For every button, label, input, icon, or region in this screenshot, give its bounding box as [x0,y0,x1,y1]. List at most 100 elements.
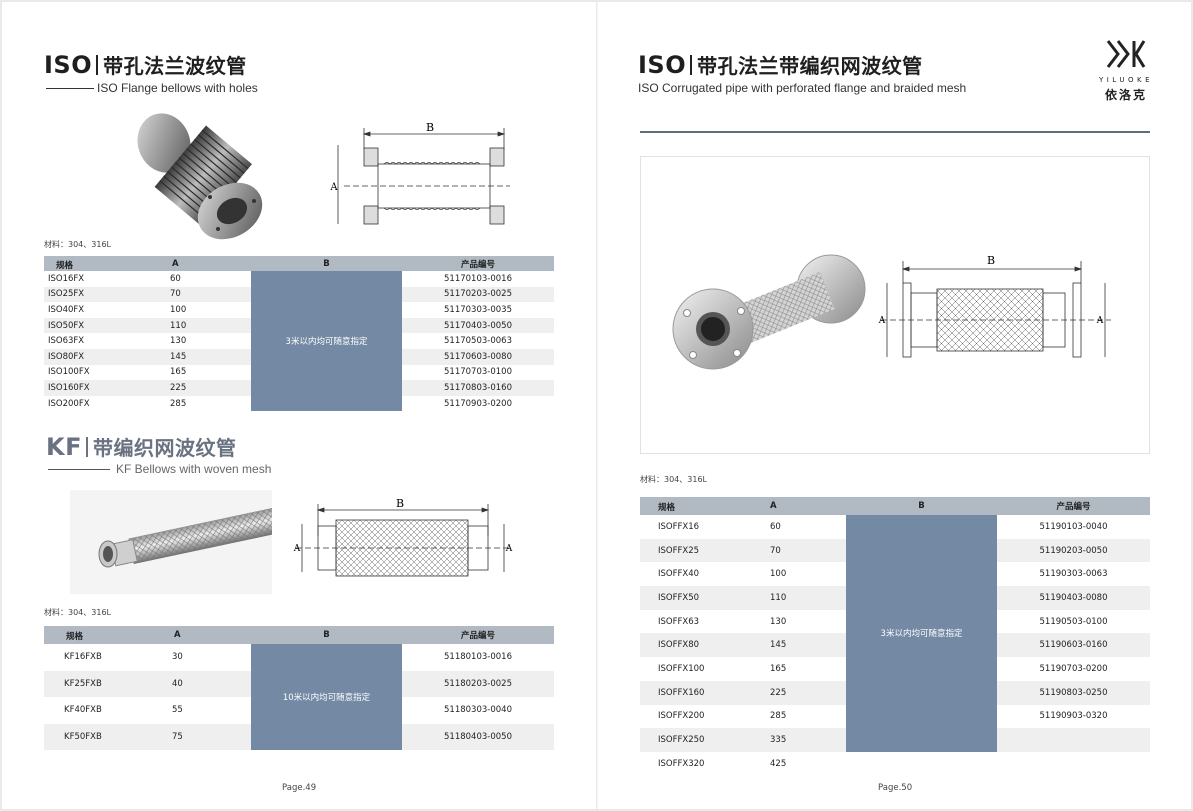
table-row: KF50FXB 75 51180403-0050 [44,723,554,750]
b-note-cell: 3米以内均可随意指定 [251,271,402,412]
drawing-label-a: A [329,182,338,193]
table-row: ISOFFX200 285 51190903-0320 [640,705,1150,729]
page-fold [596,2,598,809]
table-row: ISOFFX63 130 51190503-0100 [640,610,1150,634]
product-number-cell: 51170803-0160 [402,380,554,396]
drawing-label-a-right: A [1096,316,1104,326]
table-header: 规格 A B 产品编号 [640,497,1150,515]
spec-cell: ISOFFX16 [658,521,700,532]
product-number-cell: 51180103-0016 [444,652,512,663]
product-number-cell: 51170703-0100 [444,367,512,378]
spec-cell: ISO40FX [48,304,85,315]
a-cell: 335 [770,735,787,746]
product-number-cell: 51180303-0040 [444,705,512,716]
a-cell: 165 [170,367,187,378]
header-product-no: 产品编号 [997,497,1150,515]
a-cell: 40 [172,678,183,689]
header-rule [640,131,1150,133]
drawing-label-b: B [987,254,995,267]
header-a: A [174,630,181,640]
product-number-cell: 51190803-0250 [997,680,1150,705]
a-cell: 225 [170,382,187,393]
kf-subtitle: KF Bellows with woven mesh [116,462,272,476]
spec-cell: ISOFFX200 [658,711,705,722]
table-header: 规格 A B 产品编号 [44,626,554,644]
title-rule [48,469,110,470]
brand-logo: YILUOKE 依洛克 [1076,38,1176,103]
spec-cell: KF40FXB [64,705,102,716]
drawing-label-b: B [396,497,404,510]
a-cell: 30 [172,652,183,663]
yiluoke-logo-icon [1106,40,1146,68]
product-number-cell: 51170603-0080 [402,348,554,365]
product-number-cell: 51190603-0160 [997,633,1150,658]
a-cell: 110 [170,320,187,331]
a-cell: 165 [770,663,787,674]
a-cell: 285 [170,398,187,409]
iso-braided-drawing: B A A [878,254,1111,358]
a-cell: 145 [770,640,787,651]
a-cell: 285 [770,711,787,722]
a-cell: 100 [770,569,787,580]
product-number-cell: 51180403-0050 [402,723,554,750]
iso-braided-photo [672,254,866,370]
table-row: KF40FXB 55 51180303-0040 [44,697,554,724]
product-number-cell: 51170403-0050 [402,317,554,334]
a-cell: 225 [770,687,787,698]
product-number-cell: 51180203-0025 [402,670,554,697]
spec-cell: ISOFFX63 [658,616,700,627]
spec-cell: ISO100FX [48,367,90,378]
spec-cell: ISOFFX50 [658,592,700,603]
product-number-cell: 51190903-0320 [1039,711,1108,722]
drawing-label-a: A [878,316,886,326]
a-cell: 130 [770,616,787,627]
spec-cell: ISOFFX320 [658,758,705,769]
product-number-cell: 51190503-0100 [1039,616,1108,627]
table-row: ISOFFX80 145 51190603-0160 [640,633,1150,658]
a-cell: 145 [170,351,187,362]
a-cell: 75 [172,731,183,742]
a-cell: 60 [170,273,181,284]
header-spec: 规格 [56,261,74,271]
material-note: 材料：304、316L [44,608,111,617]
a-cell: 55 [172,705,183,716]
spec-cell: KF50FXB [64,731,102,742]
header-a: A [172,259,179,269]
iso-braided-subtitle: ISO Corrugated pipe with perforated flan… [638,81,967,95]
b-empty-cell [846,752,997,776]
product-image-frame: B A A [640,156,1150,454]
product-number-cell [997,752,1150,776]
spec-cell: ISO63FX [48,336,85,347]
product-number-cell: 51190203-0050 [997,538,1150,563]
spec-cell: ISOFFX250 [658,735,705,746]
header-b: B [251,626,402,644]
kf-drawing: B A A [293,497,513,577]
spec-cell: ISO16FX [48,273,85,284]
product-number-cell: 51190303-0063 [1039,569,1108,580]
a-cell: 130 [170,336,187,347]
header-product-no: 产品编号 [402,626,554,644]
logo-text-en: YILUOKE [1098,76,1154,84]
a-cell: 425 [770,758,787,769]
product-number-cell: 51170903-0200 [444,398,512,409]
spec-cell: ISOFFX40 [658,569,700,580]
spec-cell: ISOFFX80 [658,640,700,651]
material-note: 材料：304、316L [640,475,707,484]
spec-cell: ISO50FX [48,320,85,331]
product-number-cell: 51190103-0040 [1039,521,1108,532]
